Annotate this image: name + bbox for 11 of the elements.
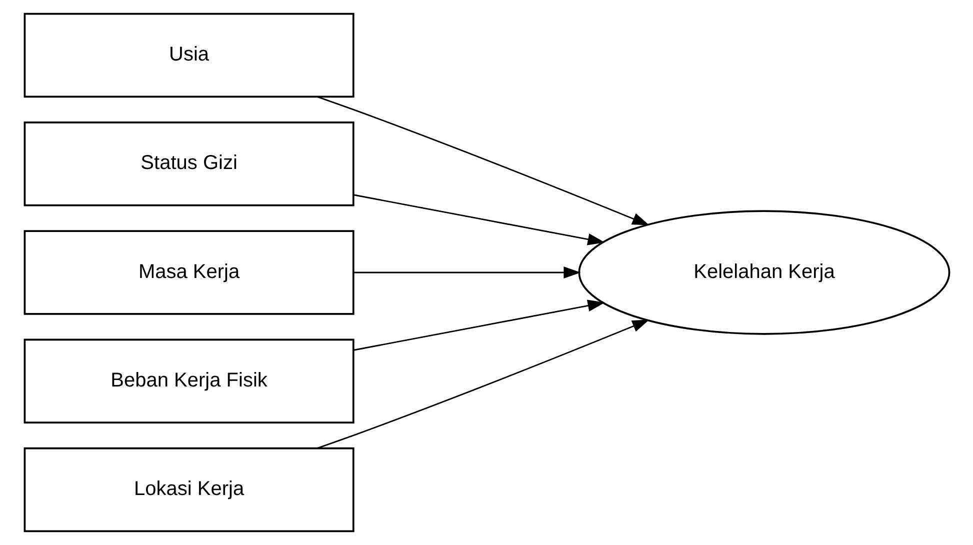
arrow (353, 194, 604, 246)
node-box: Status Gizi (23, 122, 354, 206)
node-box: Masa Kerja (23, 230, 354, 315)
arrow (316, 320, 649, 449)
node-box: Beban Kerja Fisik (23, 338, 354, 424)
arrow (353, 266, 580, 278)
node-box: Usia (23, 12, 354, 98)
node-ellipse: Kelelahan Kerja (578, 210, 950, 335)
arrow (353, 300, 604, 351)
arrow (316, 96, 649, 226)
node-box: Lokasi Kerja (23, 447, 354, 532)
